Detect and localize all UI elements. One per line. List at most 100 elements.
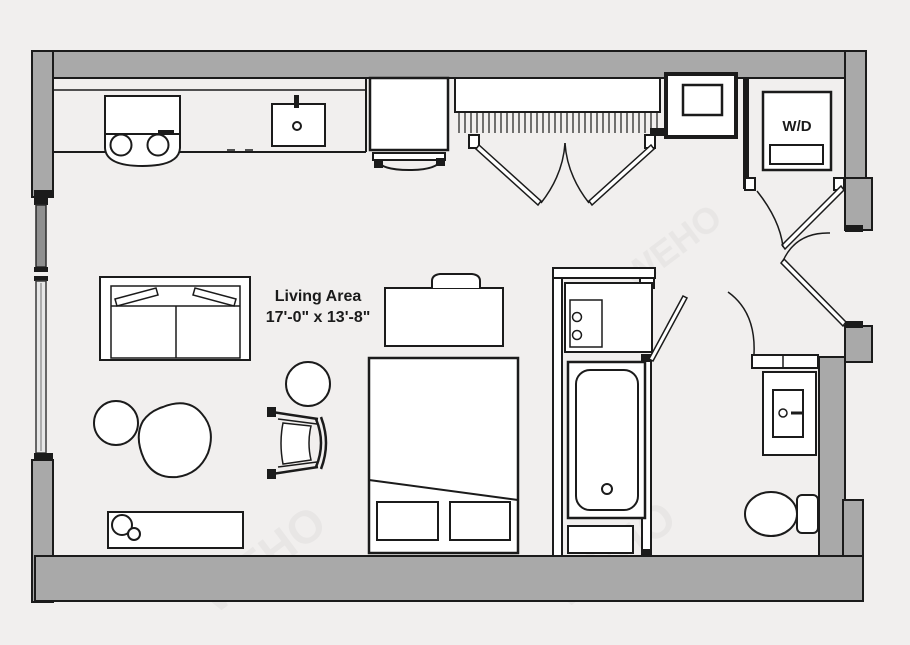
sofa	[99, 276, 251, 361]
wall-cap	[845, 321, 863, 328]
mechanical-unit	[681, 83, 724, 117]
bathtub	[566, 360, 647, 554]
armchair-back	[319, 416, 328, 470]
wall-right-step	[842, 499, 864, 557]
desk-chair-back	[431, 273, 481, 288]
faucet-dot	[571, 329, 583, 341]
tub-step	[567, 525, 634, 554]
wall-junction	[709, 72, 733, 76]
fridge-foot	[374, 160, 383, 168]
armchair-seat	[280, 422, 312, 465]
console-decor	[127, 527, 141, 541]
wall-bottom	[34, 555, 864, 602]
window-frame-bar	[34, 197, 48, 205]
armchair-arm-inner	[277, 461, 318, 468]
closet	[454, 77, 661, 207]
wall-junction	[681, 72, 697, 76]
pillow-right	[449, 501, 511, 541]
closet-door-arc	[540, 142, 566, 204]
wall-bathroom-west	[552, 267, 563, 557]
window-frame-bar	[34, 267, 48, 272]
wall-right-upper	[844, 50, 867, 179]
side-table	[285, 361, 331, 407]
wall-right-jog	[844, 177, 873, 231]
wall-bathroom-north	[552, 267, 656, 279]
sink-faucet	[294, 95, 299, 108]
entry-door-arc	[782, 232, 831, 262]
wd-closet-wall	[743, 77, 749, 189]
range-burner	[146, 133, 170, 157]
media-console	[107, 511, 244, 549]
closet-door-right	[587, 143, 656, 207]
wall-cap	[641, 549, 652, 556]
wall-vestibule-divider	[751, 354, 819, 369]
sofa-back-cushion	[114, 287, 159, 307]
armchair-arm-inner	[277, 418, 318, 425]
desk	[384, 273, 504, 347]
entry-door-leaf	[780, 257, 847, 328]
cabinet-knob	[778, 408, 788, 418]
kitchen	[53, 76, 450, 172]
armchair	[267, 407, 328, 479]
living-area-dimensions: 17'-0" x 13'-8"	[266, 309, 371, 326]
armchair-arm	[271, 410, 319, 421]
sink-drain	[292, 121, 302, 131]
window-frame-bar	[34, 276, 48, 281]
range-burner	[109, 133, 133, 157]
cabinet-door	[772, 389, 804, 438]
entry-door	[780, 232, 847, 328]
fridge-door-rail	[372, 152, 446, 161]
living-furniture	[93, 273, 520, 555]
window-panel	[35, 204, 47, 268]
wall-top	[31, 50, 867, 79]
armchair-arm	[271, 465, 319, 476]
fridge-body	[368, 76, 450, 152]
wall-bathroom-east	[818, 356, 846, 557]
closet-door-arc	[564, 142, 590, 204]
armchair-arm-cap	[267, 407, 276, 417]
door-jamb	[744, 177, 756, 191]
washer-dryer-label: W/D	[782, 118, 811, 135]
laundry-closet: W/D	[743, 77, 845, 251]
closet-hanger-ticks	[458, 112, 658, 133]
faucet-dot	[571, 311, 583, 323]
armchair-arm-cap	[267, 469, 276, 479]
bathroom-cabinet	[762, 371, 817, 456]
pouf	[93, 400, 139, 446]
tub-basin	[575, 369, 639, 511]
window-left	[34, 197, 53, 461]
toilet-bowl	[744, 491, 798, 537]
tub-drain	[601, 483, 613, 495]
organic-coffee-table	[137, 402, 212, 479]
mechanical-closet	[650, 72, 738, 139]
closet-door-left	[474, 143, 543, 207]
vanity-sink	[569, 299, 603, 348]
wall-cap	[641, 355, 652, 362]
wall-caps	[34, 190, 863, 328]
washer-dryer-front	[769, 144, 824, 165]
room-labels: Living Area 17'-0" x 13'-8"	[266, 288, 371, 326]
bathroom-vanity	[564, 282, 653, 353]
console-decor	[111, 514, 133, 536]
wd-closet-door	[781, 184, 845, 251]
wall-cap	[845, 225, 863, 232]
toilet-tank	[796, 494, 819, 534]
kitchen-sink	[271, 95, 326, 147]
fridge-foot	[436, 158, 445, 166]
closet-shelf	[454, 77, 661, 113]
toilet	[744, 491, 819, 537]
window-frame-bar	[34, 453, 53, 461]
door-jamb	[468, 134, 480, 149]
wall-left-upper	[31, 50, 54, 198]
exterior-walls	[31, 50, 873, 603]
pillow-left	[376, 501, 439, 541]
range-back	[104, 95, 181, 135]
bed	[367, 356, 520, 555]
kitchen-range	[104, 95, 181, 168]
sofa-frame	[99, 276, 251, 361]
armchair-back	[314, 418, 323, 468]
bathroom-walls	[552, 267, 819, 557]
wall-right-stub	[844, 325, 873, 363]
